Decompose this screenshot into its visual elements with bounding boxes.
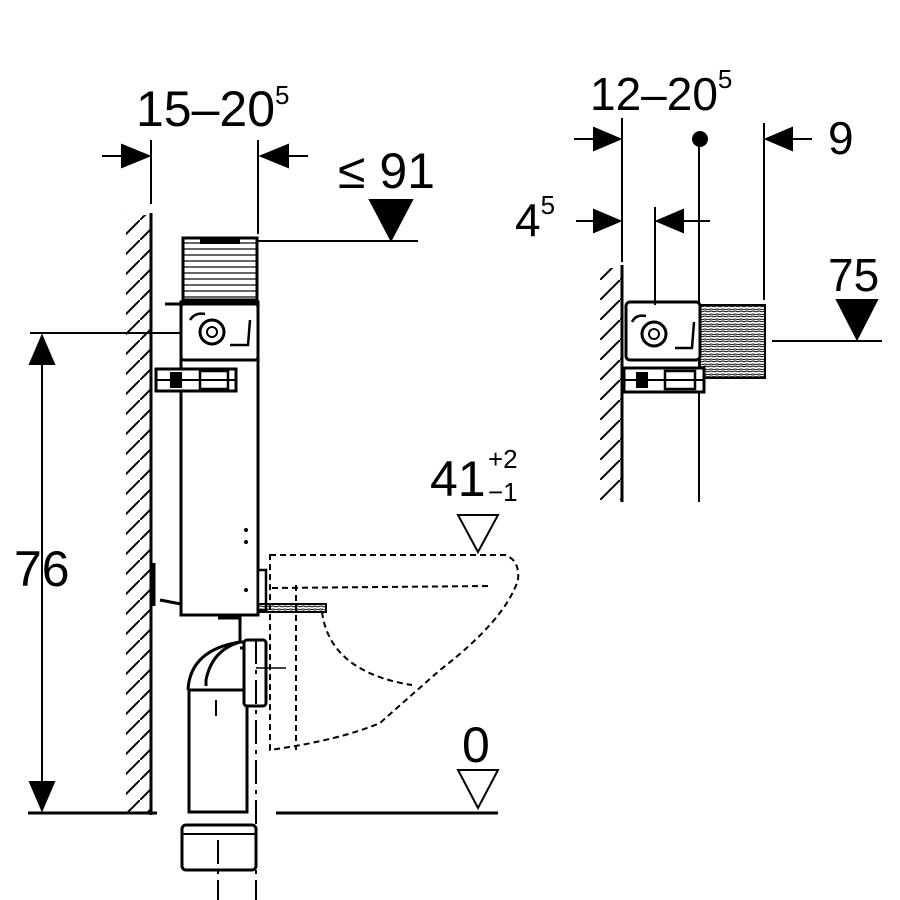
- level-marker-41: [456, 514, 500, 555]
- dim-label-12-20-5: 12–205: [590, 64, 732, 120]
- wc-bowl-outline: [269, 554, 520, 752]
- flush-plate: [181, 236, 259, 302]
- left-view: [28, 213, 520, 900]
- wall-hatch-right: [600, 268, 622, 500]
- drain-pipe: [187, 688, 249, 814]
- threaded-rod: [257, 603, 327, 613]
- dim-label-0: 0: [462, 717, 490, 773]
- dim-label-41-plus: +2: [488, 444, 518, 474]
- insulation-sleeve: [699, 304, 766, 379]
- dim-label-le-91: ≤ 91: [338, 143, 435, 199]
- dim-label-76: 76: [14, 541, 70, 597]
- right-view: [600, 265, 766, 502]
- wall-hatch-left: [126, 215, 151, 813]
- dim-label-9: 9: [828, 112, 854, 164]
- dim-label-41: 41: [430, 451, 486, 507]
- dim-label-4-5: 45: [515, 190, 555, 246]
- level-marker-0: [456, 769, 500, 811]
- left-dimensions: [28, 140, 418, 813]
- dim-label-15-20-5: 15–205: [136, 80, 290, 137]
- dim-label-41-minus: −1: [488, 477, 518, 507]
- dim-label-75: 75: [828, 249, 879, 301]
- right-dimensions: [574, 118, 882, 342]
